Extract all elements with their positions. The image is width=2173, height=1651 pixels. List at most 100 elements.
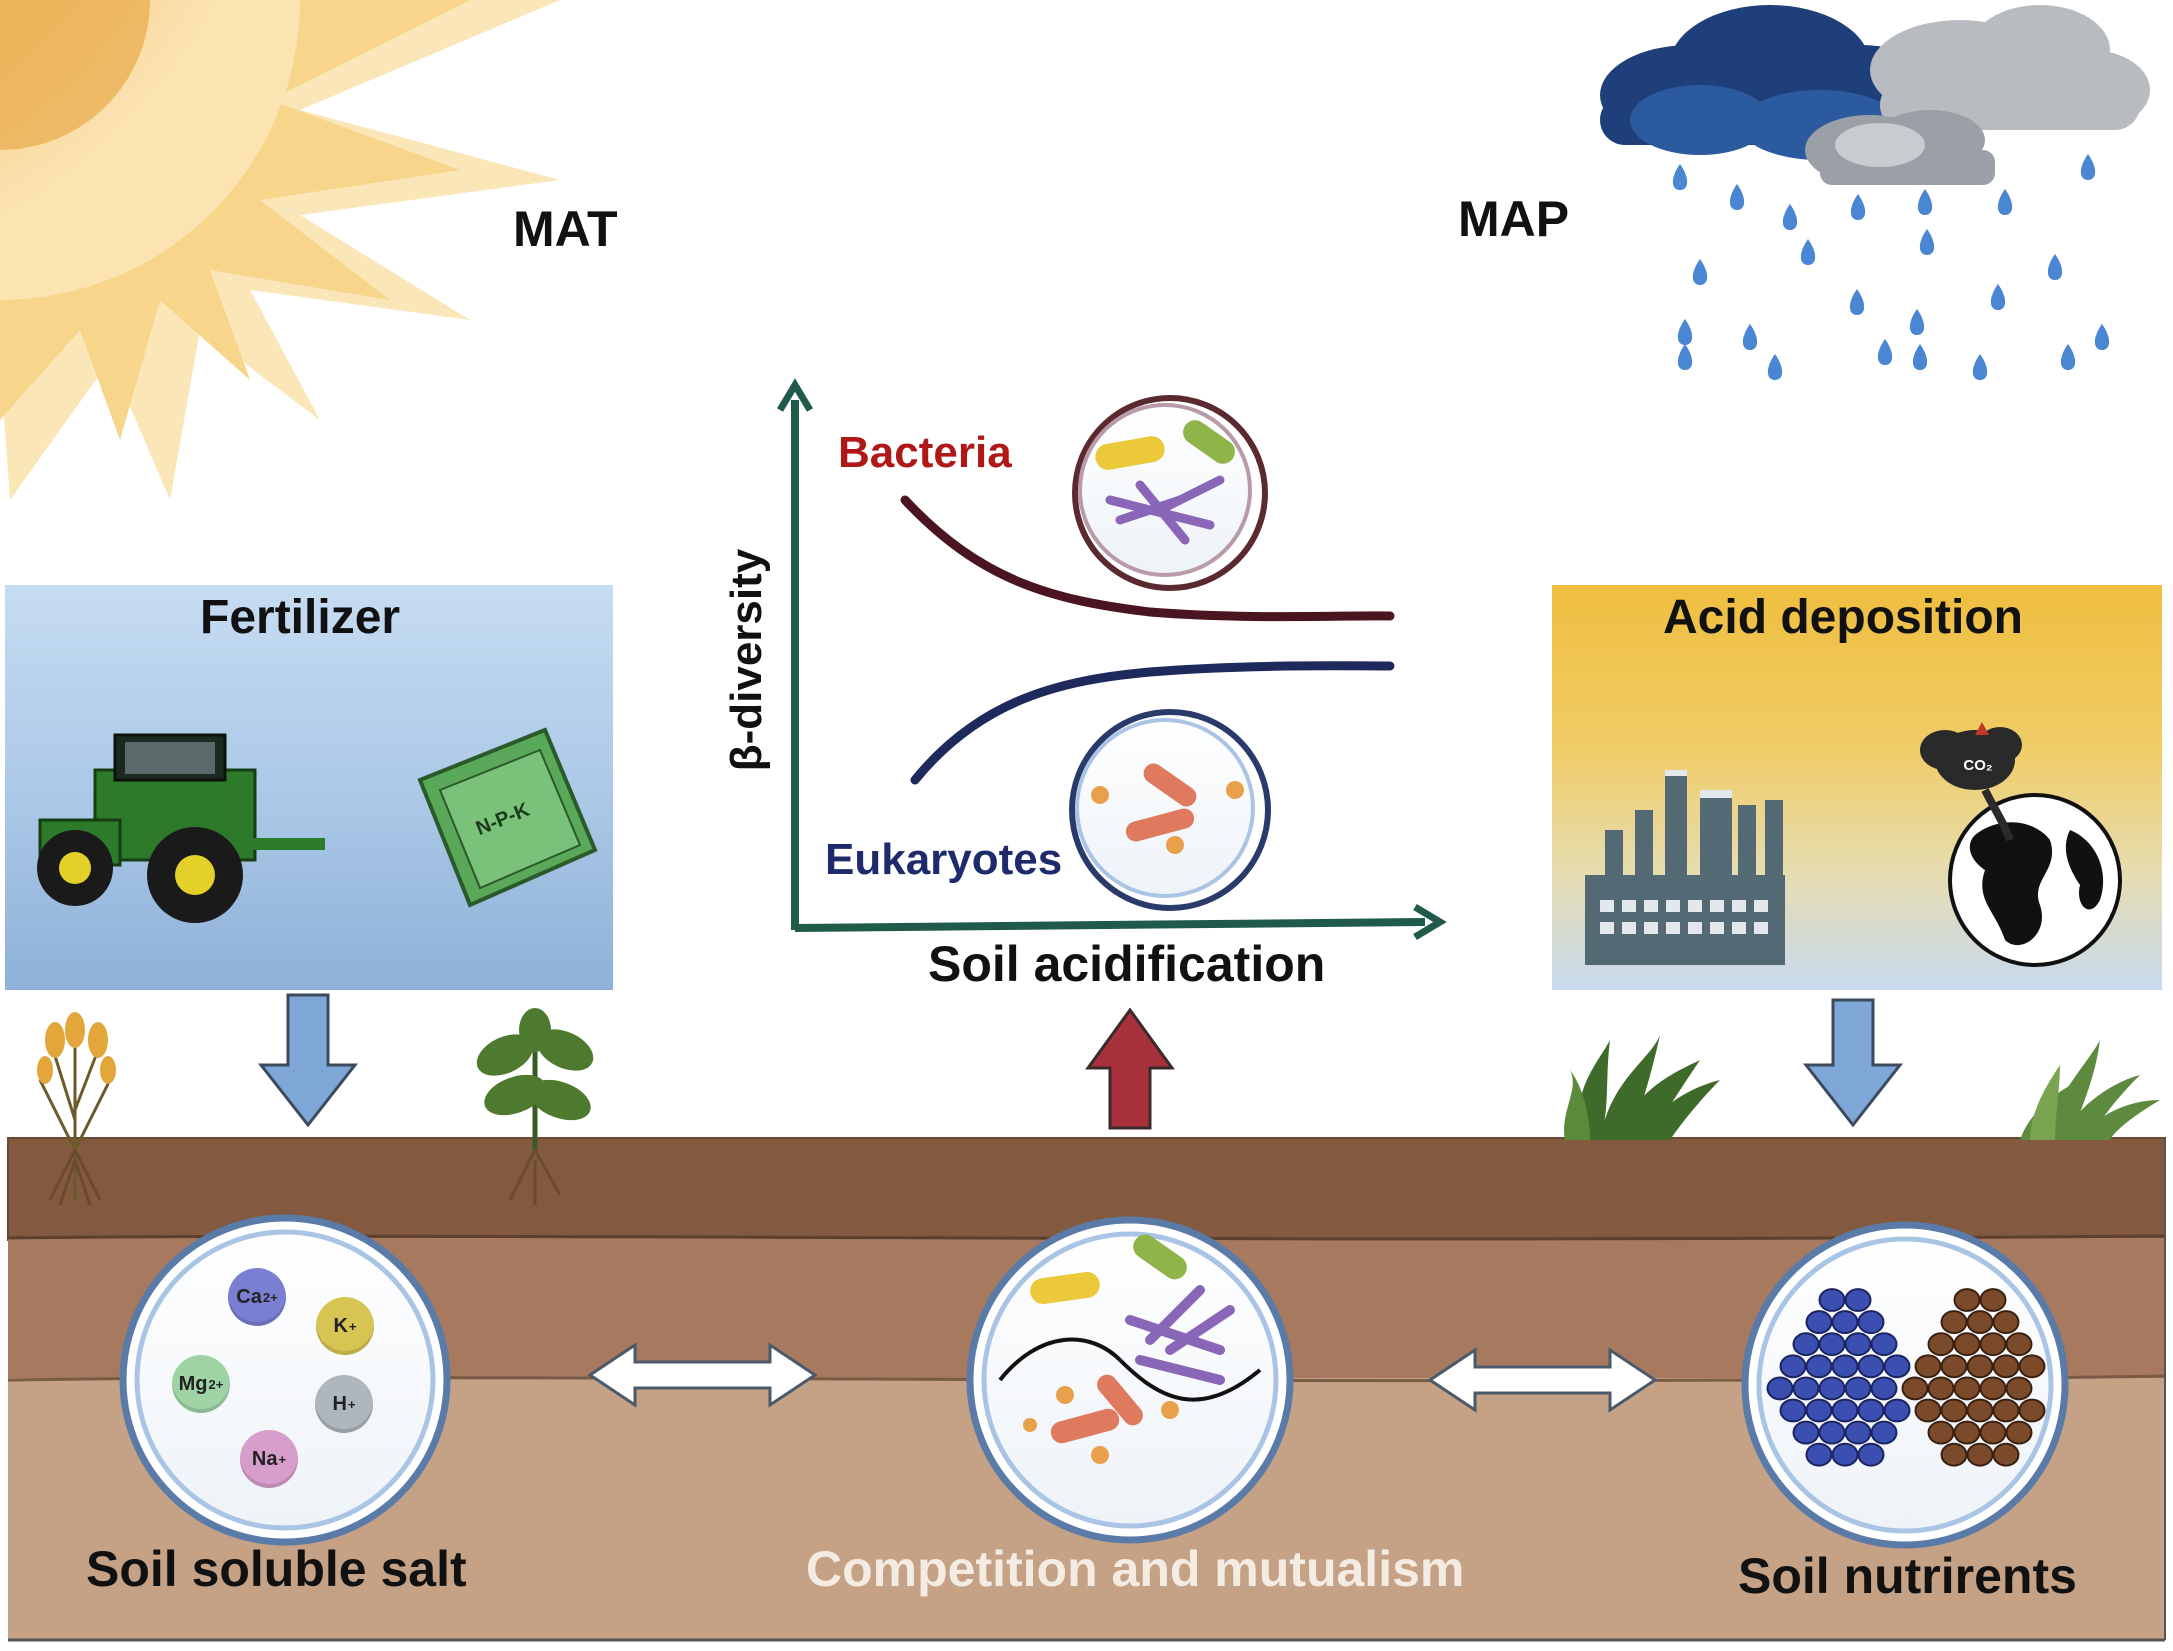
soil-aggregate: [1844, 1288, 1872, 1312]
soil-aggregate: [1979, 1288, 2007, 1312]
rain-cloud-icon: [1600, 5, 2150, 185]
soil-aggregate: [1792, 1376, 1820, 1401]
svg-text:CO₂: CO₂: [1963, 757, 1992, 774]
soil-aggregate: [1966, 1354, 1994, 1379]
soil-aggregate: [1914, 1354, 1942, 1379]
soil-aggregate: [1792, 1332, 1820, 1357]
soil-aggregate: [1831, 1398, 1859, 1423]
soil-aggregate: [1844, 1420, 1872, 1445]
earth-icon: [1948, 793, 2122, 967]
rain-drop: [1782, 204, 1798, 230]
soil-aggregate: [1914, 1398, 1942, 1423]
bacteria-label: Bacteria: [838, 428, 1012, 477]
soil-aggregate: [1818, 1420, 1846, 1445]
soil-aggregate: [2005, 1420, 2033, 1445]
eukaryotes-circle-icon: [1069, 709, 1271, 911]
rain-drop: [1850, 194, 1866, 220]
mat-label: MAT: [513, 201, 618, 257]
soil-aggregate: [1992, 1354, 2020, 1379]
soil-aggregate: [1831, 1442, 1859, 1467]
soil-aggregate: [1979, 1420, 2007, 1445]
soil-aggregate: [1953, 1332, 1981, 1357]
soil-aggregate: [1992, 1442, 2020, 1467]
soil-aggregate: [1857, 1310, 1885, 1335]
up-arrow-center: [1085, 1007, 1175, 1130]
grass-plant-icon: [2020, 1040, 2160, 1140]
soil-aggregate: [1966, 1398, 1994, 1423]
rain-drop: [1917, 189, 1933, 215]
soil-aggregate: [1792, 1420, 1820, 1445]
x-axis-arrowhead: [1413, 903, 1447, 941]
soil-aggregate: [2005, 1332, 2033, 1357]
soil-aggregate: [1805, 1442, 1833, 1467]
rain-drops: [1672, 154, 2110, 380]
soil-aggregate: [1805, 1310, 1833, 1335]
soil-aggregate: [1979, 1376, 2007, 1401]
soil-soluble-salt-label: Soil soluble salt: [86, 1541, 467, 1597]
soil-aggregate: [1992, 1398, 2020, 1423]
soil-aggregate: [1831, 1310, 1859, 1335]
x-axis: [794, 918, 1426, 932]
y-axis-label: β-diversity: [722, 548, 771, 772]
soil-aggregate: [1953, 1376, 1981, 1401]
soil-aggregate: [1779, 1398, 1807, 1423]
beta-diversity-graph: [776, 378, 1447, 941]
rain-drop: [1692, 259, 1708, 285]
rain-drop: [1742, 324, 1758, 350]
bean-plant-icon: [476, 1008, 594, 1205]
co2-smoke-icon: CO₂: [1920, 722, 2022, 842]
soil-aggregate: [1779, 1354, 1807, 1379]
soil-aggregate: [1979, 1332, 2007, 1357]
rain-drop: [2060, 344, 2076, 370]
bacteria-curve: [900, 495, 1395, 622]
soil-aggregate: [2005, 1376, 2033, 1401]
soil-aggregate: [1831, 1354, 1859, 1379]
soil-aggregate: [1927, 1420, 1955, 1445]
fertilizer-title: Fertilizer: [200, 591, 401, 644]
ion-na: Na+: [240, 1430, 298, 1488]
rain-drop: [1677, 319, 1693, 345]
ion-h: H+: [315, 1375, 373, 1433]
grass-plant-icon: [1564, 1035, 1720, 1140]
microbe-interaction-circle: [966, 1216, 1294, 1544]
soil-aggregate: [1844, 1376, 1872, 1401]
rain-drop: [2094, 324, 2110, 350]
rain-drop: [2080, 154, 2096, 180]
soil-aggregate: [1953, 1288, 1981, 1312]
soil-aggregate: [1805, 1354, 1833, 1379]
eukaryotes-label: Eukaryotes: [825, 835, 1063, 884]
soil-aggregate: [1940, 1354, 1968, 1379]
soil-nutrients-circle: [1741, 1221, 2069, 1549]
soil-aggregate: [1870, 1332, 1898, 1357]
rain-drop: [1672, 164, 1688, 190]
soil-aggregate: [1805, 1398, 1833, 1423]
rain-drop: [1729, 184, 1745, 210]
soil-aggregate: [1927, 1376, 1955, 1401]
rain-drop: [1909, 309, 1925, 335]
acid-deposition-title: Acid deposition: [1663, 591, 2023, 644]
soil-aggregate: [1901, 1376, 1929, 1401]
double-arrow-left: [587, 1342, 818, 1408]
soil-aggregate: [1870, 1376, 1898, 1401]
fertilizer-bag-icon: N-P-K: [417, 727, 598, 908]
soil-aggregate: [2018, 1354, 2046, 1379]
rain-drop: [1800, 239, 1816, 265]
soil-aggregate: [1857, 1398, 1885, 1423]
soil-aggregate: [1818, 1376, 1846, 1401]
soil-aggregate: [1870, 1420, 1898, 1445]
wheat-plant-icon: [37, 1012, 116, 1206]
soil-aggregate: [1940, 1398, 1968, 1423]
rain-drop: [1912, 344, 1928, 370]
soil-aggregate: [1857, 1354, 1885, 1379]
down-arrow-right: [1802, 998, 1904, 1128]
soil-aggregate: [1940, 1310, 1968, 1335]
rain-drop: [1919, 229, 1935, 255]
map-label: MAP: [1458, 191, 1570, 247]
soil-aggregate: [1883, 1398, 1911, 1423]
eukaryotes-curve: [910, 661, 1395, 785]
soil-aggregate: [1857, 1442, 1885, 1467]
soil-aggregate: [1766, 1376, 1794, 1401]
